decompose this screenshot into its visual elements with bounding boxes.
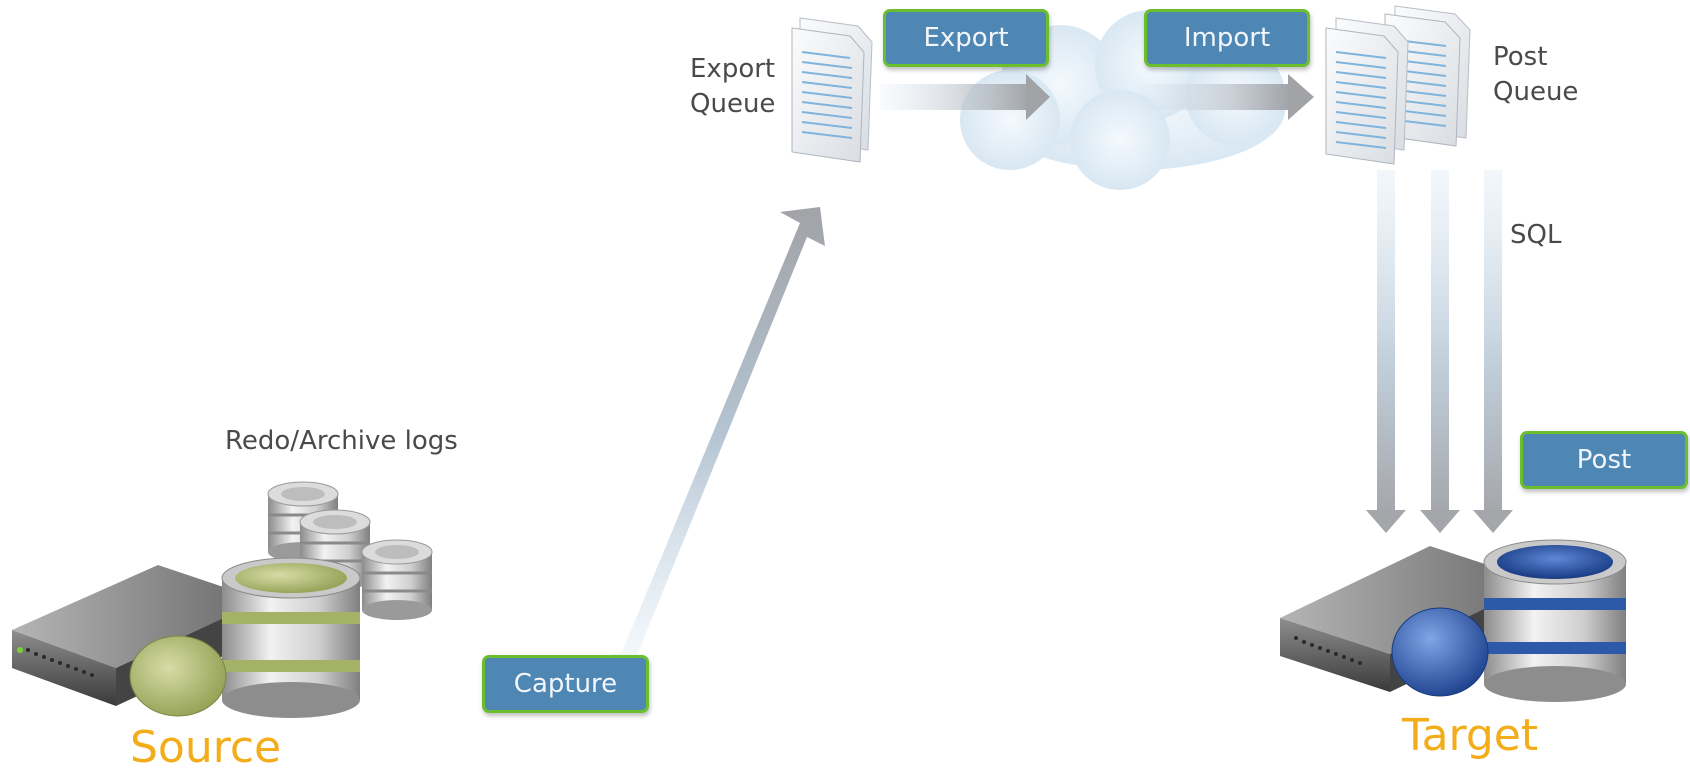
export-button[interactable]: Export [883,9,1049,67]
target-title: Target [1402,710,1539,761]
export-arrow [880,74,1050,120]
export-queue-document-icon [791,17,873,163]
post-queue-label-line1: Post [1493,42,1548,72]
post-button[interactable]: Post [1520,431,1688,489]
sql-label: SQL [1510,220,1562,250]
export-queue-label-line2: Queue [690,89,776,119]
sql-arrows [1366,170,1513,533]
capture-arrow [608,207,825,665]
capture-button[interactable]: Capture [482,655,649,713]
post-queue-label: Post Queue [1493,40,1578,110]
import-button[interactable]: Import [1144,9,1310,67]
source-title: Source [130,722,282,773]
redo-archive-logs-label: Redo/Archive logs [225,426,458,456]
target-database-icon [1391,539,1627,702]
export-queue-label: Export Queue [690,52,775,122]
export-queue-label-line1: Export [690,54,776,84]
source-database-icon [129,557,361,718]
post-queue-document-icon [1325,5,1471,165]
import-arrow [1140,74,1314,120]
post-queue-label-line2: Queue [1493,77,1579,107]
